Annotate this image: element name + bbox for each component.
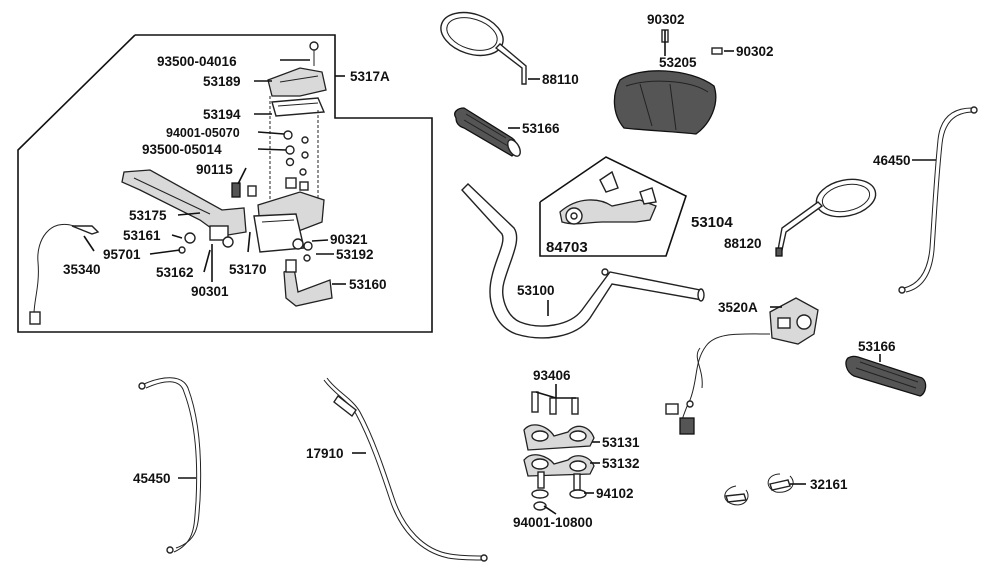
label-90321: 90321: [330, 232, 368, 247]
group-frame: [17, 34, 433, 333]
brake-lever: [121, 169, 247, 254]
label-53192: 53192: [336, 247, 374, 262]
label-53160: 53160: [349, 277, 387, 292]
label-90302-right: 90302: [736, 44, 774, 59]
label-94001-05070: 94001-05070: [166, 126, 240, 140]
label-53100: 53100: [517, 283, 555, 298]
label-94102: 94102: [596, 486, 634, 501]
handlebar-cover: [613, 29, 723, 135]
label-53162: 53162: [156, 265, 194, 280]
label-53104: 53104: [691, 214, 733, 231]
label-95701: 95701: [103, 247, 141, 262]
mirror-right: [775, 178, 877, 257]
label-53166-right: 53166: [858, 339, 896, 354]
label-53131: 53131: [602, 435, 640, 450]
label-53166-top: 53166: [522, 121, 560, 136]
grip-left: [454, 107, 521, 157]
holder-leaders: [535, 384, 600, 515]
cable-clips: [724, 473, 794, 506]
label-93406: 93406: [533, 368, 571, 383]
label-53132: 53132: [602, 456, 640, 471]
diaphragm: [271, 97, 326, 117]
label-90302-top: 90302: [647, 12, 685, 27]
label-53175: 53175: [129, 208, 167, 223]
bracket-frame: [539, 156, 687, 257]
label-45450: 45450: [133, 471, 171, 486]
label-93500-05014: 93500-05014: [142, 142, 222, 157]
label-5317A: 5317A: [350, 69, 390, 84]
brake-group-leaders: [83, 59, 346, 285]
label-3520A: 3520A: [718, 300, 758, 315]
reservoir-cover: [267, 41, 327, 97]
label-84703: 84703: [546, 239, 588, 256]
label-93500-04016: 93500-04016: [157, 54, 237, 69]
label-53205: 53205: [659, 55, 697, 70]
label-17910: 17910: [306, 446, 344, 461]
switch-bracket: [283, 259, 333, 307]
rear-brake-cable: [138, 377, 202, 554]
label-88110: 88110: [542, 72, 579, 87]
handlebar-holders: [523, 391, 595, 511]
handlebar: [461, 183, 705, 339]
handlebar-switch: [665, 297, 819, 435]
label-53161: 53161: [123, 228, 161, 243]
grip-right: [845, 355, 927, 397]
label-94001-10800: 94001-10800: [513, 515, 593, 530]
label-32161: 32161: [810, 477, 848, 492]
throttle-cable: [898, 106, 978, 294]
label-53189: 53189: [203, 74, 241, 89]
master-cylinder: [253, 191, 325, 262]
small-screws: [231, 130, 309, 198]
label-46450: 46450: [873, 153, 911, 168]
label-35340: 35340: [63, 262, 101, 277]
mirror-left: [440, 11, 527, 85]
brake-switch-cable: [29, 223, 100, 325]
label-53170: 53170: [229, 262, 267, 277]
label-88120: 88120: [724, 236, 762, 251]
label-90301: 90301: [191, 284, 229, 299]
front-brake-cable: [323, 377, 488, 562]
label-90115: 90115: [196, 162, 233, 177]
reinforcement-bracket: [559, 170, 657, 225]
label-53194: 53194: [203, 107, 241, 122]
